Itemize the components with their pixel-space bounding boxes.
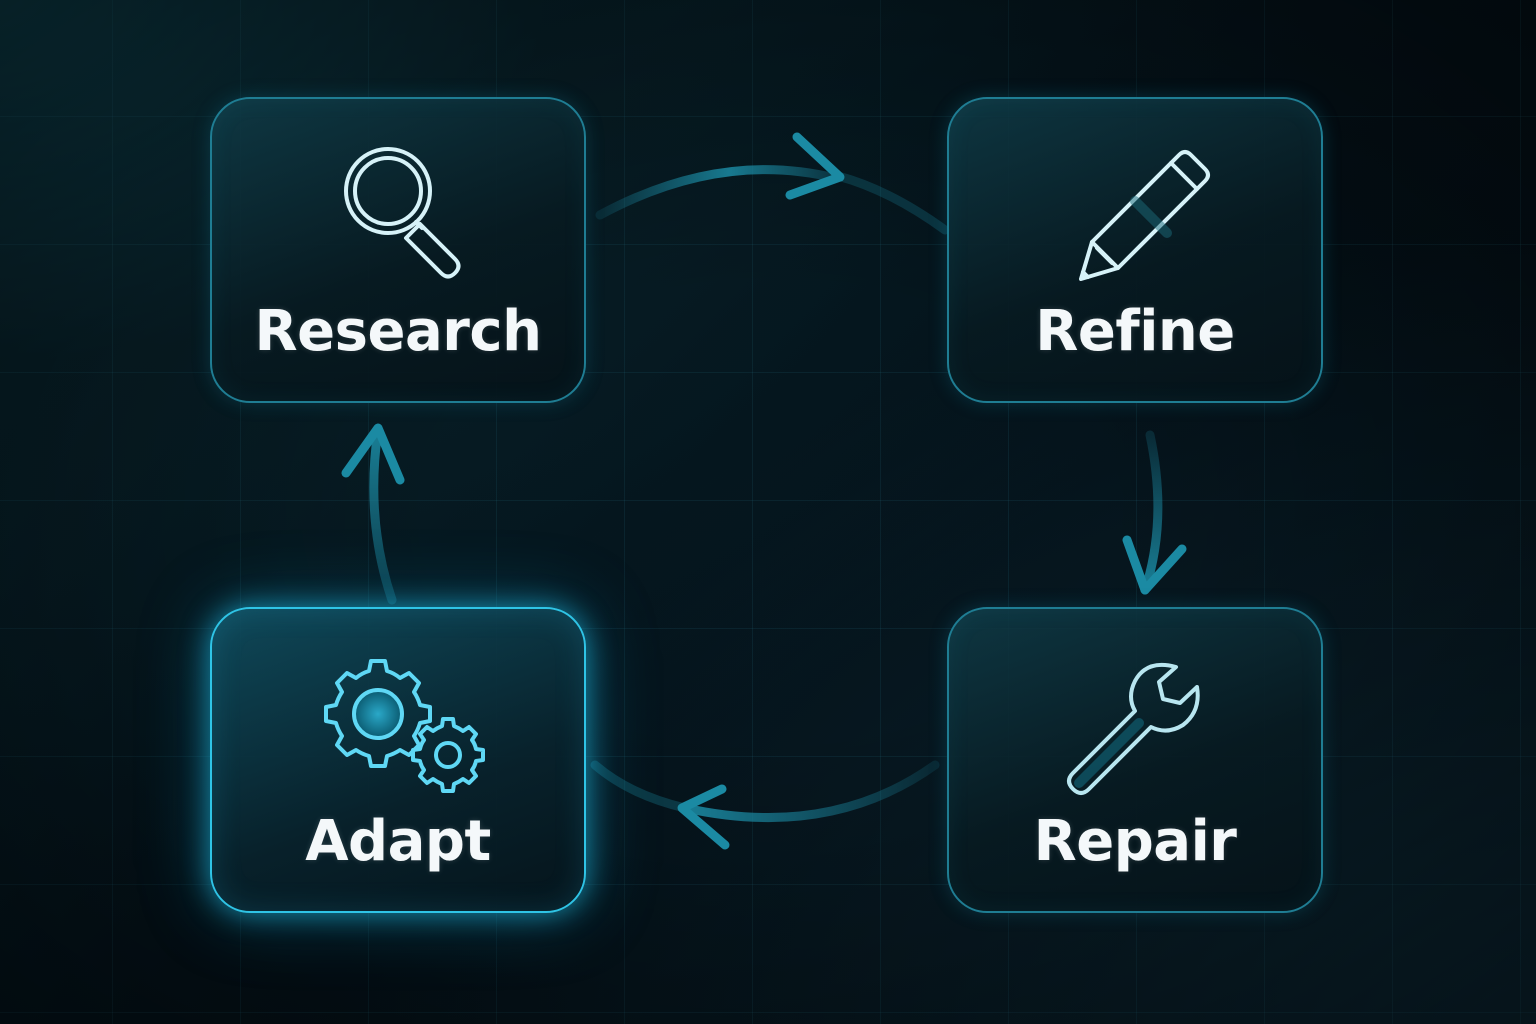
step-card-adapt[interactable]: Adapt bbox=[210, 607, 586, 913]
step-card-refine[interactable]: Refine bbox=[947, 97, 1323, 403]
step-card-research[interactable]: Research bbox=[210, 97, 586, 403]
step-label-adapt: Adapt bbox=[305, 809, 491, 874]
wrench-icon bbox=[1035, 639, 1235, 799]
arrow-repair-to-adapt bbox=[590, 760, 940, 850]
arrow-research-to-refine bbox=[595, 132, 950, 235]
step-label-research: Research bbox=[254, 299, 542, 364]
step-label-refine: Refine bbox=[1035, 299, 1235, 364]
arrow-adapt-to-research bbox=[341, 423, 405, 605]
pencil-icon bbox=[1035, 129, 1235, 289]
gears-icon bbox=[298, 639, 498, 799]
step-label-repair: Repair bbox=[1033, 809, 1237, 874]
step-card-repair[interactable]: Repair bbox=[947, 607, 1323, 913]
arrow-refine-to-repair bbox=[1122, 430, 1187, 595]
magnifying-glass-icon bbox=[298, 129, 498, 289]
